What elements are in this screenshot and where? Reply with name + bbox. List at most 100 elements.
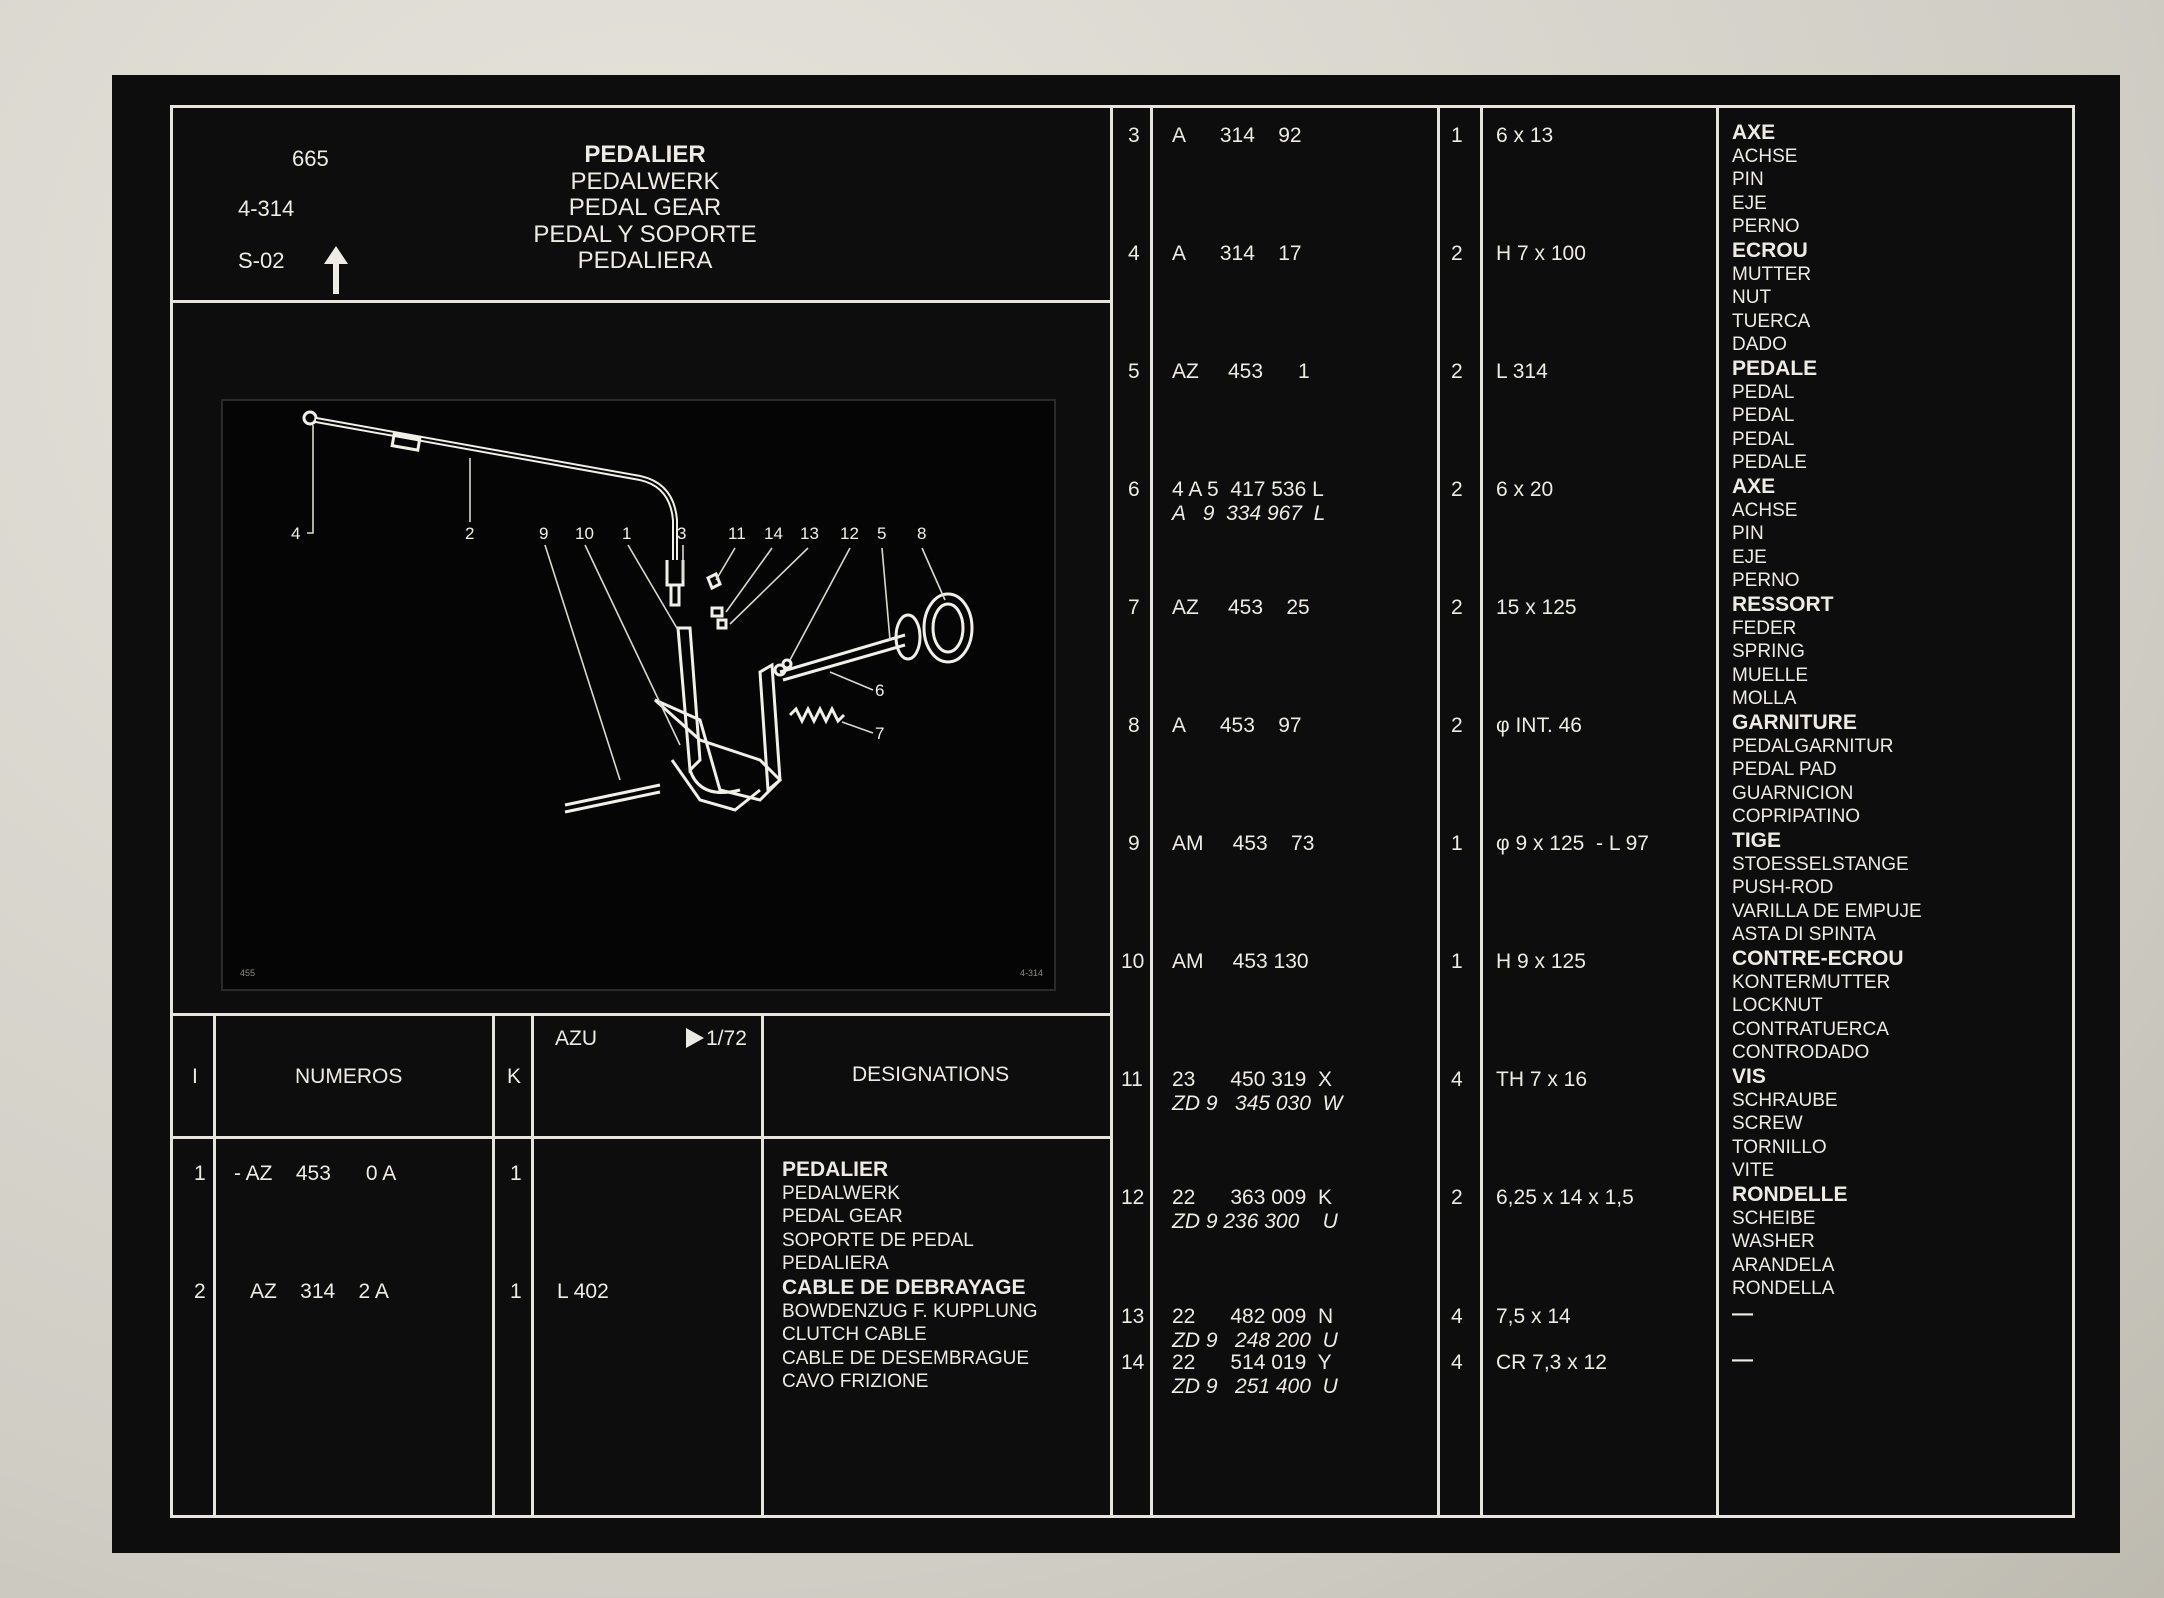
designation-line: PEDAL PAD	[1732, 759, 1837, 781]
row-designation: PEDALIER PEDALWERK PEDAL GEAR SOPORTE DE…	[782, 1158, 974, 1276]
designation-line: RONDELLA	[1732, 1278, 1835, 1300]
divider-left-panel	[1110, 105, 1113, 1518]
callout-label: 6	[875, 681, 884, 700]
col-header-range: 1/72	[706, 1027, 747, 1050]
designation-line: GARNITURE	[1732, 711, 1857, 734]
designation-line: ACHSE	[1732, 499, 1798, 521]
designation-line: EJE	[1732, 546, 1767, 568]
row-numero-alt: ZD 9 345 030 W	[1172, 1092, 1343, 1115]
col-right-i	[1150, 105, 1153, 1518]
row-size: 15 x 125	[1496, 596, 1577, 619]
col-numeros-left	[492, 1013, 495, 1518]
row-k: 1	[1451, 832, 1463, 855]
header-code-1: 665	[292, 146, 329, 171]
designation-line: TORNILLO	[1732, 1136, 1827, 1158]
row-index: 2	[194, 1280, 206, 1303]
col-right-k	[1480, 105, 1483, 1518]
col-right-size	[1716, 105, 1719, 1518]
divider-header-bottom	[170, 300, 1112, 303]
row-size: φ INT. 46	[1496, 714, 1582, 737]
row-index: 3	[1128, 124, 1140, 147]
row-size: L 314	[1496, 360, 1548, 383]
callout-label: 5	[877, 524, 886, 543]
col-header-numeros: NUMEROS	[295, 1065, 403, 1088]
row-numero: - AZ 453 0 A	[234, 1162, 397, 1185]
row-numero: AM 453 130	[1172, 950, 1309, 973]
row-numero-alt: ZD 9 251 400 U	[1172, 1375, 1338, 1398]
row-k: 1	[510, 1280, 522, 1303]
designation-line: VITE	[1732, 1160, 1775, 1182]
designation-line: RONDELLE	[1732, 1183, 1848, 1206]
header-title-line: PEDAL Y SOPORTE	[533, 220, 757, 248]
callout-label: 10	[575, 524, 594, 543]
row-size: 6,25 x 14 x 1,5	[1496, 1186, 1634, 1209]
designation-line: PEDALE	[1732, 357, 1818, 380]
row-numero: A 453 97	[1172, 714, 1302, 737]
designation-line: KONTERMUTTER	[1732, 971, 1891, 993]
designation-line: CONTRE-ECROU	[1732, 947, 1904, 970]
arrow-up-icon	[324, 246, 348, 294]
designation-line: ECROU	[1732, 239, 1808, 262]
row-numero: AZ 453 25	[1172, 596, 1310, 619]
designation-line: CAVO FRIZIONE	[782, 1371, 929, 1393]
header-title-line: PEDAL GEAR	[568, 194, 722, 221]
designation-line: MUELLE	[1732, 664, 1809, 686]
row-k: 4	[1451, 1068, 1463, 1091]
row-index: 13	[1121, 1305, 1145, 1328]
callout-label: 14	[764, 524, 783, 543]
designation-line: PEDAL	[1732, 405, 1795, 427]
callout-label: 11	[728, 524, 746, 543]
row-k: 1	[1451, 950, 1463, 973]
col-header-azu: AZU	[555, 1027, 597, 1050]
row-index: 7	[1128, 596, 1140, 619]
designation-line: MOLLA	[1732, 688, 1797, 710]
designation-line: PERNO	[1732, 570, 1800, 592]
header-title-line: PEDALWERK	[570, 167, 720, 195]
designation-line: TIGE	[1732, 829, 1782, 852]
row-k: 2	[1451, 478, 1463, 501]
row-size: H 7 x 100	[1496, 242, 1586, 265]
designation-line: LOCKNUT	[1732, 995, 1823, 1017]
designation-line: GUARNICION	[1732, 782, 1854, 804]
row-k: 1	[1451, 124, 1463, 147]
row-numero-alt: A 9 334 967 L	[1172, 502, 1326, 525]
designation-line: VIS	[1732, 1065, 1766, 1088]
row-index: 4	[1128, 242, 1140, 265]
row-k: 1	[510, 1162, 522, 1185]
designation-line: PIN	[1732, 523, 1764, 545]
designation-line: SCHRAUBE	[1732, 1089, 1838, 1111]
col-k-left	[531, 1013, 534, 1518]
row-k: 2	[1451, 714, 1463, 737]
callout-label: 7	[875, 724, 884, 743]
designation-line: AXE	[1732, 121, 1776, 144]
row-k: 2	[1451, 242, 1463, 265]
row-size: φ 9 x 125 - L 97	[1496, 832, 1649, 855]
designation-line: BOWDENZUG F. KUPPLUNG	[782, 1300, 1038, 1322]
table-frame	[170, 105, 2075, 1518]
row-numero-alt: ZD 9 236 300 U	[1172, 1210, 1338, 1233]
designation-line: CABLE DE DESEMBRAGUE	[782, 1347, 1030, 1369]
row-numero-alt: ZD 9 248 200 U	[1172, 1329, 1338, 1352]
header-title: PEDALIER PEDALWERK PEDAL GEAR PEDAL Y SO…	[520, 141, 770, 275]
designation-line: VARILLA DE EMPUJE	[1732, 900, 1922, 922]
divider-table-top	[170, 1013, 1112, 1016]
callout-label: 2	[465, 524, 474, 543]
row-k: 2	[1451, 360, 1463, 383]
col-right-numeros	[1437, 105, 1440, 1518]
row-size: 6 x 13	[1496, 124, 1554, 147]
callout-label: 4	[291, 524, 300, 543]
row-numero: 22 482 009 N	[1172, 1305, 1334, 1328]
play-triangle-icon	[686, 1028, 704, 1048]
designation-line: —	[1732, 1348, 1753, 1371]
row-designation: CABLE DE DEBRAYAGE BOWDENZUG F. KUPPLUNG…	[782, 1276, 1037, 1394]
col-i-left	[213, 1013, 216, 1518]
designation-line: SOPORTE DE PEDAL	[782, 1229, 974, 1251]
designation-line: PERNO	[1732, 216, 1800, 238]
callout-label: 8	[917, 524, 926, 543]
